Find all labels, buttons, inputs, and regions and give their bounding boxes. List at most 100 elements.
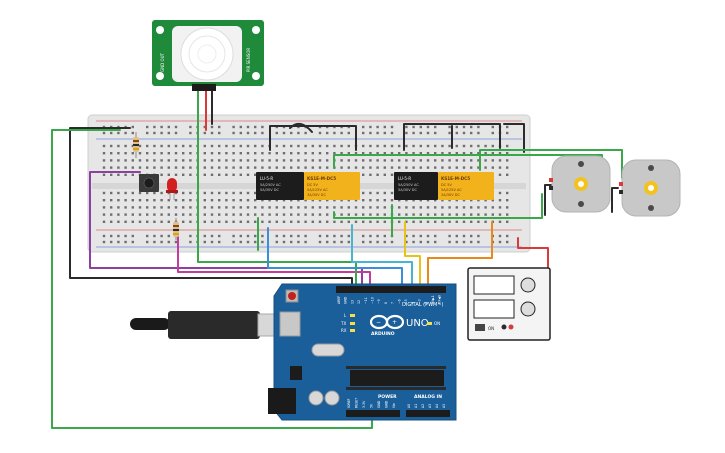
- breadboard-rail-hole: [131, 125, 134, 129]
- analog-pin-label: A0: [407, 404, 411, 408]
- psu-knob-current[interactable]: [520, 301, 536, 317]
- breadboard-rail-hole: [455, 234, 458, 238]
- breadboard-hole: [448, 220, 451, 223]
- breadboard-hole: [484, 199, 487, 202]
- breadboard-hole: [506, 144, 509, 148]
- breadboard-rail-hole: [405, 131, 408, 135]
- breadboard-hole: [146, 152, 149, 155]
- push-button[interactable]: [139, 174, 159, 192]
- breadboard-rail-hole: [462, 234, 466, 238]
- breadboard-hole: [369, 220, 372, 223]
- wire-gnd-black: [69, 127, 353, 289]
- breadboard-rail-hole: [405, 125, 408, 129]
- breadboard-hole: [369, 206, 372, 209]
- breadboard-hole: [131, 144, 134, 148]
- breadboard-hole: [498, 191, 502, 195]
- breadboard-hole: [434, 144, 437, 148]
- breadboard-hole: [218, 159, 221, 162]
- breadboard-rail-hole: [102, 234, 106, 238]
- breadboard-hole: [340, 206, 343, 209]
- breadboard-hole: [146, 220, 149, 223]
- breadboard-rail-hole: [167, 125, 170, 129]
- breadboard-hole: [131, 199, 134, 202]
- arduino-led-tx: [350, 322, 355, 325]
- breadboard-hole: [477, 166, 480, 169]
- breadboard-hole: [318, 166, 322, 169]
- breadboard-hole: [369, 166, 372, 169]
- breadboard-rail-hole: [347, 240, 350, 244]
- breadboard-hole: [297, 166, 300, 169]
- breadboard-hole: [203, 220, 206, 223]
- relay-1: LU-5-R 5A/250V AC 5A/30V DC KS1E-M-DC5 D…: [256, 172, 360, 200]
- breadboard-rail-hole: [275, 240, 278, 244]
- pir-left-text: GND OUT: [160, 52, 165, 72]
- breadboard-hole: [304, 206, 307, 209]
- breadboard-rail-hole: [218, 234, 221, 238]
- breadboard-hole: [124, 199, 127, 202]
- breadboard-hole: [232, 173, 235, 176]
- breadboard-hole: [326, 159, 329, 162]
- breadboard-hole: [441, 206, 444, 209]
- breadboard-hole: [448, 213, 451, 216]
- breadboard-hole: [297, 206, 300, 209]
- resistor-top: [133, 132, 139, 158]
- breadboard-hole: [131, 173, 134, 176]
- psu-power-switch[interactable]: [475, 324, 485, 331]
- breadboard-hole: [398, 152, 401, 155]
- breadboard-hole: [412, 152, 415, 155]
- psu-knob-voltage[interactable]: [520, 277, 536, 293]
- breadboard-hole: [297, 159, 300, 162]
- breadboard-hole: [376, 199, 379, 202]
- breadboard-hole: [182, 220, 185, 223]
- breadboard-rail-hole: [412, 234, 415, 238]
- breadboard-hole: [383, 191, 386, 195]
- arduino-power-jack: [268, 388, 296, 414]
- relay-2-black-text-2: 5A/250V AC: [398, 183, 419, 187]
- breadboard-rail-hole: [124, 131, 127, 135]
- breadboard-hole: [246, 144, 250, 148]
- breadboard-hole: [282, 206, 286, 209]
- breadboard-hole: [153, 191, 156, 195]
- breadboard-hole: [441, 152, 444, 155]
- breadboard-hole: [210, 191, 214, 195]
- breadboard-rail-hole: [369, 131, 372, 135]
- breadboard-hole: [174, 199, 178, 202]
- breadboard-hole: [246, 199, 250, 202]
- breadboard-rail-hole: [146, 125, 149, 129]
- breadboard-hole: [318, 144, 322, 148]
- breadboard-hole: [354, 159, 358, 162]
- digital-pin-label: GND: [344, 296, 348, 304]
- breadboard-hole: [275, 206, 278, 209]
- breadboard-hole: [398, 213, 401, 216]
- breadboard-hole: [376, 173, 379, 176]
- breadboard-hole: [491, 199, 494, 202]
- breadboard-rail-hole: [218, 131, 221, 135]
- breadboard-hole: [376, 191, 379, 195]
- breadboard-hole: [232, 206, 235, 209]
- arduino-led-on: [427, 322, 432, 325]
- breadboard-rail-hole: [419, 131, 422, 135]
- breadboard-hole: [239, 191, 242, 195]
- breadboard-hole: [225, 144, 228, 148]
- breadboard-rail-hole: [470, 234, 473, 238]
- breadboard-hole: [254, 213, 257, 216]
- breadboard-hole: [304, 152, 307, 155]
- arduino-chip-socket: [346, 366, 446, 369]
- breadboard-hole: [340, 199, 343, 202]
- breadboard-rail-hole: [333, 131, 336, 135]
- breadboard-rail-hole: [304, 131, 307, 135]
- breadboard-hole: [470, 166, 473, 169]
- breadboard-hole: [462, 199, 466, 202]
- pir-mount-hole: [252, 26, 260, 34]
- breadboard-rail-hole: [254, 240, 257, 244]
- breadboard-hole: [138, 159, 142, 162]
- breadboard-rail-hole: [369, 125, 372, 129]
- breadboard-hole: [376, 213, 379, 216]
- arduino-reset-button[interactable]: [288, 292, 296, 300]
- breadboard-hole: [326, 206, 329, 209]
- breadboard-hole: [362, 213, 365, 216]
- breadboard-rail-hole: [239, 125, 242, 129]
- breadboard-rail-hole: [110, 240, 113, 244]
- breadboard-hole: [419, 220, 422, 223]
